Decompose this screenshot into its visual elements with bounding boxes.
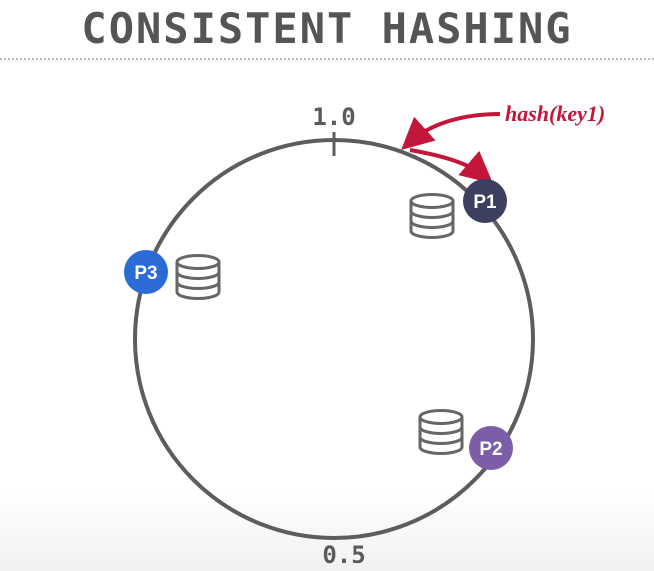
route-arrow [409,148,494,184]
title-divider [0,58,654,60]
ring-bottom-label: 0.5 [322,541,365,569]
hash-key-annotation: hash(key1) [505,101,605,126]
partition-label-p2: P2 [479,439,502,460]
partition-node-p1: P1 [463,179,507,223]
database-icon [409,193,455,239]
partition-label-p1: P1 [473,192,497,213]
partition-node-p2: P2 [469,426,513,470]
ring-top-label: 1.0 [312,103,355,131]
database-icon [418,409,464,455]
database-icon [175,254,221,300]
partition-label-p3: P3 [134,263,157,284]
hash-arrow [401,112,501,151]
partition-node-p3: P3 [124,250,168,294]
page-title: CONSISTENT HASHING [81,4,573,53]
